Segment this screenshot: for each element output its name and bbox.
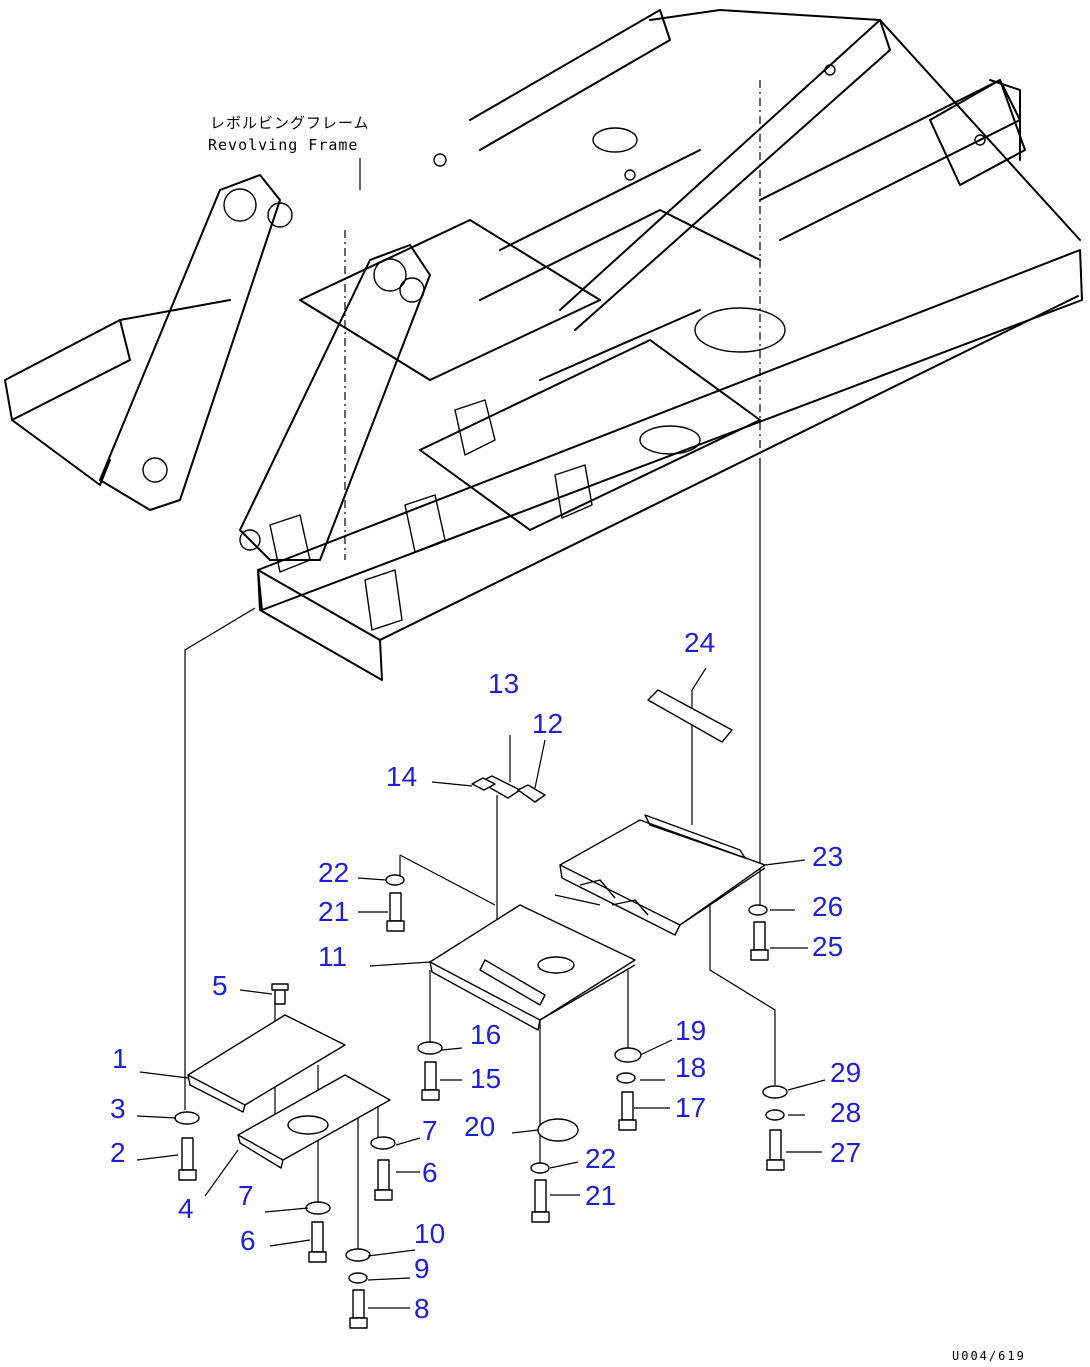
callout-15: 15 [470,1063,501,1094]
bolt-2 [178,1137,197,1181]
callout-17: 17 [675,1092,706,1123]
callout-19: 19 [675,1015,706,1046]
callout-2: 2 [110,1137,126,1168]
callout-13: 13 [488,668,519,699]
bolt-15 [421,1061,440,1101]
callout-5: 5 [212,970,228,1001]
callout-27: 27 [830,1137,861,1168]
callout-7-right: 7 [422,1115,438,1146]
callout-3: 3 [110,1093,126,1124]
callout-25: 25 [812,931,843,962]
bolt-21-lower [531,1179,550,1223]
bolt-6-lower [308,1221,327,1263]
frame-label-japanese: レボルビングフレーム [210,114,370,132]
bolt-21-upper [386,892,405,932]
callout-8: 8 [414,1293,430,1324]
callout-11: 11 [318,941,347,972]
bolt-8 [349,1289,368,1329]
revolving-frame-drawing [4,9,1083,681]
callout-22-lower: 22 [585,1143,616,1174]
callout-21-lower: 21 [585,1180,616,1211]
callout-26: 26 [812,891,843,922]
pin-5 [271,983,289,1005]
frame-label-english: Revolving Frame [208,136,358,154]
callout-leaders [136,667,826,1309]
drawing-code: U004/619 [952,1349,1026,1363]
callout-24: 24 [684,627,715,658]
callout-21-upper: 21 [318,896,349,927]
callout-7-lower: 7 [238,1180,254,1211]
callout-4: 4 [178,1193,194,1224]
bolt-17 [618,1091,637,1131]
parts [174,689,788,1329]
callout-10: 10 [414,1218,445,1249]
callout-20: 20 [464,1111,495,1142]
callout-22-upper: 22 [318,857,349,888]
callout-6-lower: 6 [240,1225,256,1256]
callout-28: 28 [830,1097,861,1128]
callout-14: 14 [386,761,417,792]
callout-16: 16 [470,1019,501,1050]
bolt-25 [750,921,769,961]
callout-12: 12 [532,708,563,739]
bolt-27 [766,1129,785,1171]
callout-9: 9 [414,1253,430,1284]
callout-29: 29 [830,1057,861,1088]
bolt-6-right [374,1159,393,1201]
callout-18: 18 [675,1052,706,1083]
callout-1: 1 [112,1043,128,1074]
callout-6-right: 6 [422,1157,438,1188]
callout-23: 23 [812,841,843,872]
callout-numbers: 1 2 3 4 5 6 6 7 7 8 9 10 11 12 13 14 15 … [110,627,861,1324]
